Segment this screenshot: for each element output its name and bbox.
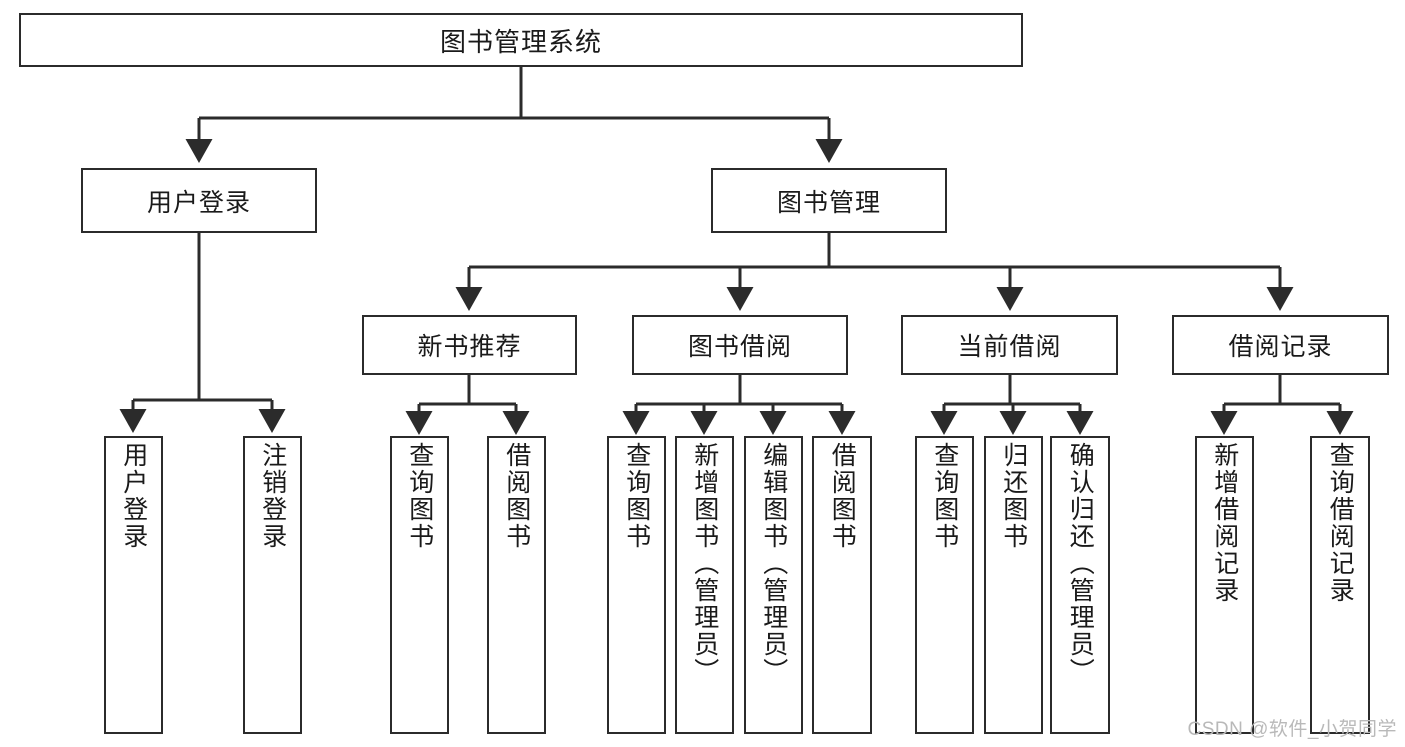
node-leaf-logout-login[interactable]: 注销登录 <box>243 436 302 734</box>
watermark-text: CSDN @软件_小贺同学 <box>1187 719 1397 740</box>
node-user-login[interactable]: 用户登录 <box>81 168 317 233</box>
node-label: 用户登录 <box>119 442 148 550</box>
node-label: 查询借阅记录 <box>1326 442 1355 604</box>
node-label: 编辑图书（管理员） <box>759 442 788 685</box>
node-label: 注销登录 <box>258 442 287 550</box>
node-leaf-query-book-1[interactable]: 查询图书 <box>390 436 449 734</box>
node-label: 新增图书（管理员） <box>690 442 719 685</box>
node-current-borrow[interactable]: 当前借阅 <box>901 315 1118 375</box>
node-leaf-query-record[interactable]: 查询借阅记录 <box>1310 436 1370 734</box>
node-leaf-query-book-2[interactable]: 查询图书 <box>607 436 666 734</box>
node-book-borrow[interactable]: 图书借阅 <box>632 315 848 375</box>
node-label: 图书管理系统 <box>439 26 602 57</box>
node-leaf-edit-book[interactable]: 编辑图书（管理员） <box>744 436 803 734</box>
node-leaf-borrow-book-1[interactable]: 借阅图书 <box>487 436 546 734</box>
node-label: 查询图书 <box>622 442 651 550</box>
node-leaf-confirm-return[interactable]: 确认归还（管理员） <box>1050 436 1110 734</box>
node-label: 归还图书 <box>999 442 1028 550</box>
node-label: 借阅记录 <box>1228 333 1333 361</box>
node-label: 图书管理 <box>776 188 881 217</box>
node-label: 用户登录 <box>146 188 251 217</box>
node-leaf-add-book[interactable]: 新增图书（管理员） <box>675 436 734 734</box>
node-label: 查询图书 <box>930 442 959 550</box>
node-label: 图书借阅 <box>687 333 792 361</box>
node-leaf-add-record[interactable]: 新增借阅记录 <box>1195 436 1254 734</box>
node-label: 确认归还（管理员） <box>1066 442 1095 685</box>
node-root-system[interactable]: 图书管理系统 <box>19 13 1023 67</box>
node-label: 当前借阅 <box>957 333 1062 361</box>
node-borrow-record[interactable]: 借阅记录 <box>1172 315 1389 375</box>
node-new-book-recommend[interactable]: 新书推荐 <box>362 315 577 375</box>
node-leaf-query-book-3[interactable]: 查询图书 <box>915 436 974 734</box>
node-book-management[interactable]: 图书管理 <box>711 168 947 233</box>
node-label: 新书推荐 <box>417 333 522 361</box>
node-label: 借阅图书 <box>828 442 857 550</box>
node-label: 新增借阅记录 <box>1210 442 1239 604</box>
node-label: 借阅图书 <box>502 442 531 550</box>
node-leaf-return-book[interactable]: 归还图书 <box>984 436 1043 734</box>
node-label: 查询图书 <box>405 442 434 550</box>
node-leaf-user-login[interactable]: 用户登录 <box>104 436 163 734</box>
node-leaf-borrow-book-2[interactable]: 借阅图书 <box>812 436 872 734</box>
